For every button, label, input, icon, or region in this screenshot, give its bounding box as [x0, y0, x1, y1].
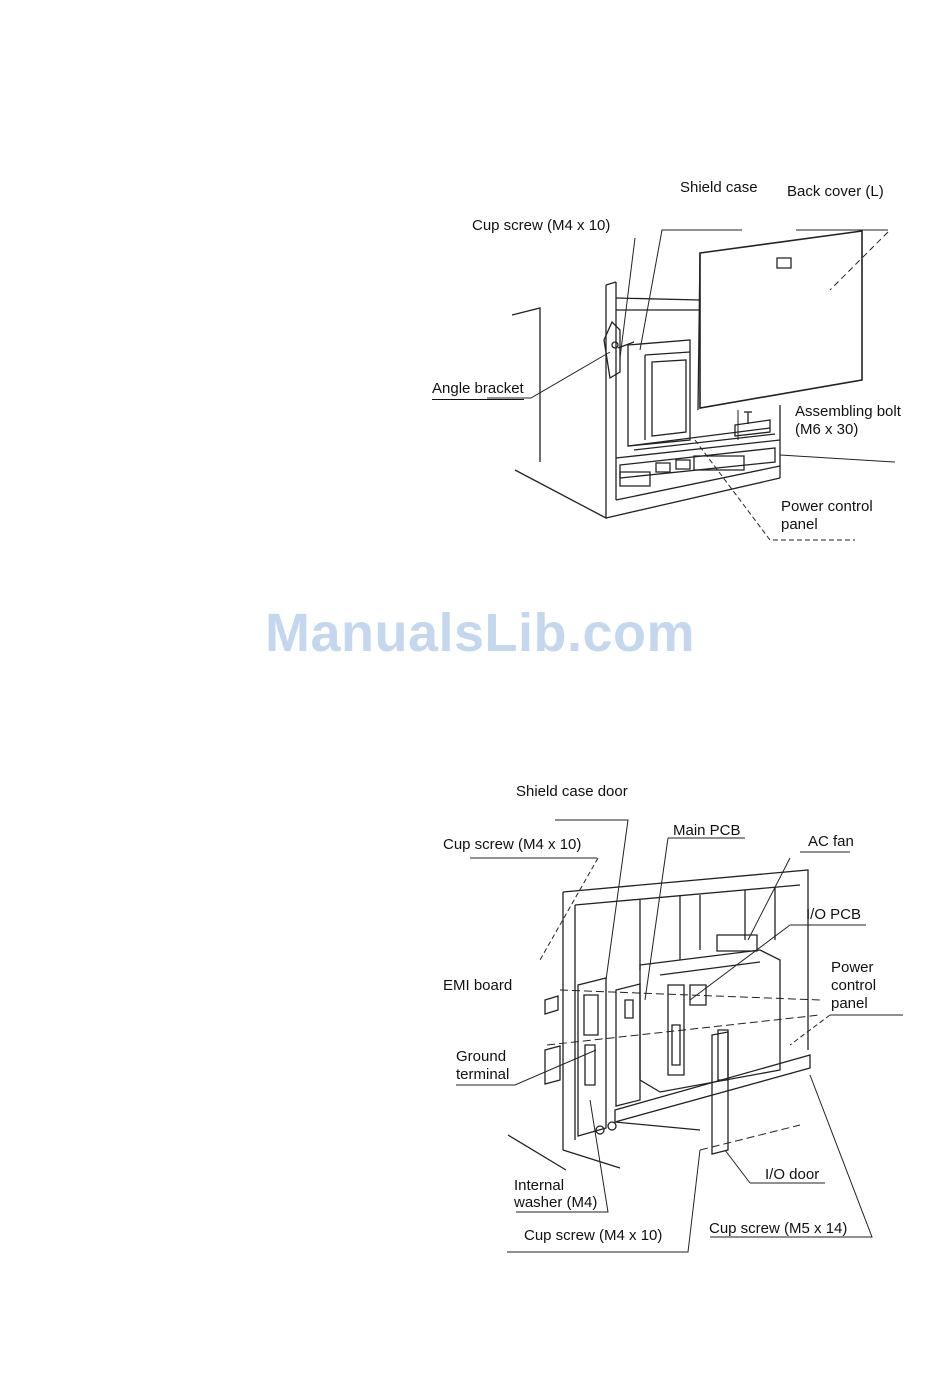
- power-control-panel-bottom-line3: panel: [831, 995, 868, 1013]
- internal-washer-label-line2: washer (M4): [514, 1194, 597, 1212]
- main-pcb-label: Main PCB: [673, 822, 741, 840]
- ac-fan-label: AC fan: [808, 833, 854, 851]
- bottom-cabinet-frame: [508, 870, 808, 1170]
- cup-screw-top-label: Cup screw (M4 x 10): [443, 836, 581, 854]
- shield-case-door-label: Shield case door: [516, 783, 628, 801]
- power-control-panel-bottom-line2: control: [831, 977, 876, 995]
- cup-screw-bottom-left-label: Cup screw (M4 x 10): [524, 1227, 662, 1245]
- io-pcb-label: I/O PCB: [806, 906, 861, 924]
- ground-terminal-label-line2: terminal: [456, 1066, 509, 1084]
- io-door-label: I/O door: [765, 1166, 819, 1184]
- emi-board-label: EMI board: [443, 977, 512, 995]
- ac-fan: [717, 935, 757, 951]
- power-control-panel-bottom-line1: Power: [831, 959, 874, 977]
- cup-screw-bottom-right-label: Cup screw (M5 x 14): [709, 1220, 847, 1238]
- internal-washer-label-line1: Internal: [514, 1177, 564, 1195]
- ground-terminal-label-line1: Ground: [456, 1048, 506, 1066]
